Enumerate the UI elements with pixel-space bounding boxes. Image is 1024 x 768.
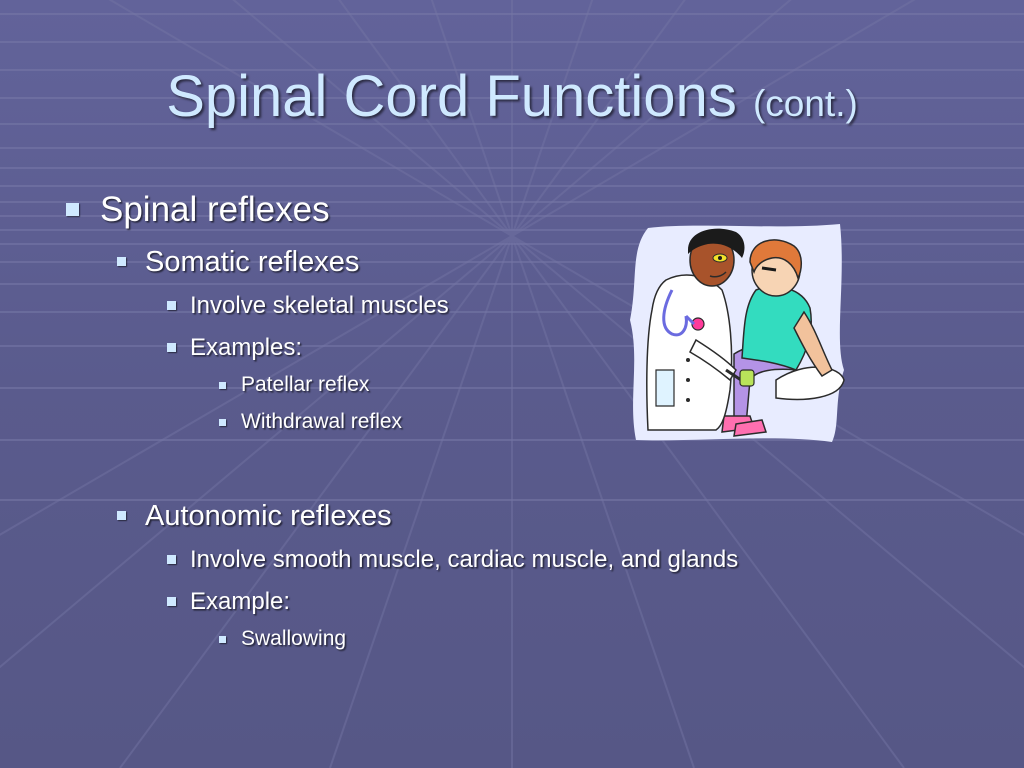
bullet-withdrawal-reflex: Withdrawal reflex <box>219 409 402 435</box>
bullet-swallowing: Swallowing <box>219 626 346 652</box>
doctor-patient-reflex-test-icon <box>630 224 845 442</box>
bullet-spinal-reflexes: Spinal reflexes <box>66 190 330 230</box>
bullet-somatic-reflexes: Somatic reflexes <box>117 245 359 279</box>
bullet-example: Example: <box>167 587 290 617</box>
square-bullet-icon <box>219 419 226 426</box>
square-bullet-icon <box>219 382 226 389</box>
bullet-involve-skeletal: Involve skeletal muscles <box>167 291 449 321</box>
square-bullet-icon <box>117 511 126 520</box>
square-bullet-icon <box>167 597 176 606</box>
slide-title: Spinal Cord Functions (cont.) <box>0 62 1024 139</box>
slide-title-suffix: (cont.) <box>752 83 858 124</box>
bullet-autonomic-reflexes: Autonomic reflexes <box>117 499 392 533</box>
bullet-examples: Examples: <box>167 333 302 363</box>
square-bullet-icon <box>66 203 79 216</box>
bullet-involve-smooth: Involve smooth muscle, cardiac muscle, a… <box>167 545 738 575</box>
square-bullet-icon <box>167 301 176 310</box>
square-bullet-icon <box>117 257 126 266</box>
square-bullet-icon <box>167 555 176 564</box>
square-bullet-icon <box>219 636 226 643</box>
bullet-patellar-reflex: Patellar reflex <box>219 372 369 398</box>
slide-title-text: Spinal Cord Functions <box>166 64 737 129</box>
square-bullet-icon <box>167 343 176 352</box>
